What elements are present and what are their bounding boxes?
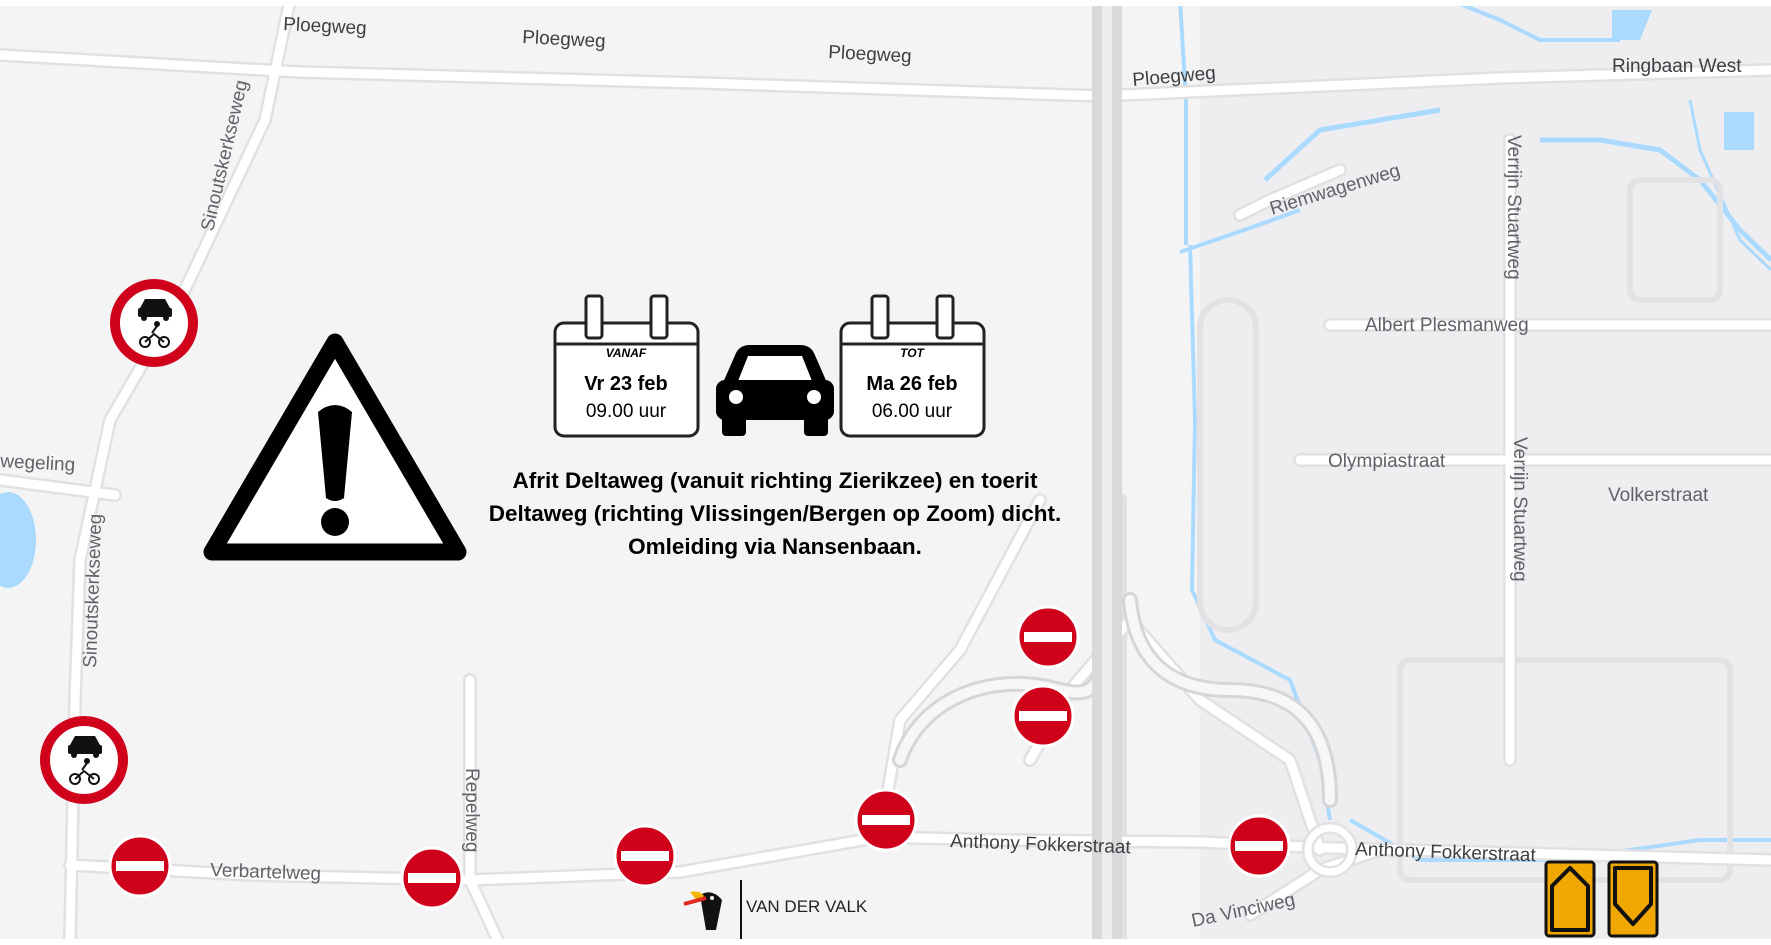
hotel-name: VAN DER VALK <box>746 897 868 916</box>
no-entry-sign-icon[interactable] <box>1016 605 1080 669</box>
street-label-repelweg: Repelweg <box>461 768 482 853</box>
street-label-ringbaan-west: Ringbaan West <box>1612 56 1742 77</box>
toucan-logo-icon <box>683 891 722 930</box>
closure-notice-line-3: Omleiding via Nansenbaan. <box>628 534 922 559</box>
no-entry-sign-icon[interactable] <box>613 824 677 888</box>
calendar-from-time: 09.00 uur <box>586 401 667 422</box>
hotel-poi[interactable]: VAN DER VALK <box>683 880 868 940</box>
street-label-volkerstraat: Volkerstraat <box>1608 485 1709 506</box>
street-label-verrijn-stuartweg: Verrijn Stuartweg <box>1509 437 1530 582</box>
street-label-ploegweg: Ploegweg <box>522 27 606 52</box>
closure-notice-line-1: Afrit Deltaweg (vanuit richting Zierikze… <box>512 468 1038 493</box>
closure-notice-line-2: Deltaweg (richting Vlissingen/Bergen op … <box>488 501 1062 526</box>
closed-motor-vehicles-sign-icon[interactable] <box>40 716 128 804</box>
street-label-olympiastraat: Olympiastraat <box>1328 451 1446 472</box>
street-label-wegeling: wegeling <box>0 451 76 476</box>
closed-motor-vehicles-sign-icon[interactable] <box>110 279 198 367</box>
street-label-ploegweg: Ploegweg <box>828 42 912 67</box>
arrow-up-icon[interactable] <box>1544 860 1596 938</box>
calendar-from: VANAF Vr 23 feb 09.00 uur <box>553 294 700 438</box>
bottom-border <box>0 939 1771 945</box>
car-icon <box>716 345 834 436</box>
water-features <box>0 0 1771 862</box>
calendar-to-label: TOT <box>900 346 925 360</box>
street-label-albert-plesmanweg: Albert Plesmanweg <box>1365 315 1529 336</box>
warning-triangle-icon <box>203 333 467 561</box>
no-entry-sign-icon[interactable] <box>1227 814 1291 878</box>
no-entry-sign-icon[interactable] <box>1011 684 1075 748</box>
street-label-verbartelweg: Verbartelweg <box>210 860 322 885</box>
no-entry-sign-icon[interactable] <box>108 834 172 898</box>
calendar-to: TOT Ma 26 feb 06.00 uur <box>839 294 986 438</box>
calendar-to-time: 06.00 uur <box>872 401 953 422</box>
street-label-verrijn-stuartweg: Verrijn Stuartweg <box>1503 135 1524 280</box>
no-entry-sign-icon[interactable] <box>400 846 464 910</box>
closure-notice: Afrit Deltaweg (vanuit richting Zierikze… <box>455 464 1095 563</box>
calendar-to-date: Ma 26 feb <box>866 373 957 395</box>
no-entry-sign-icon[interactable] <box>854 788 918 852</box>
top-border <box>0 0 1771 6</box>
arrow-down-icon[interactable] <box>1607 860 1659 938</box>
calendar-from-label: VANAF <box>606 346 647 360</box>
street-label-ploegweg: Ploegweg <box>283 14 367 39</box>
calendar-from-date: Vr 23 feb <box>584 373 667 395</box>
